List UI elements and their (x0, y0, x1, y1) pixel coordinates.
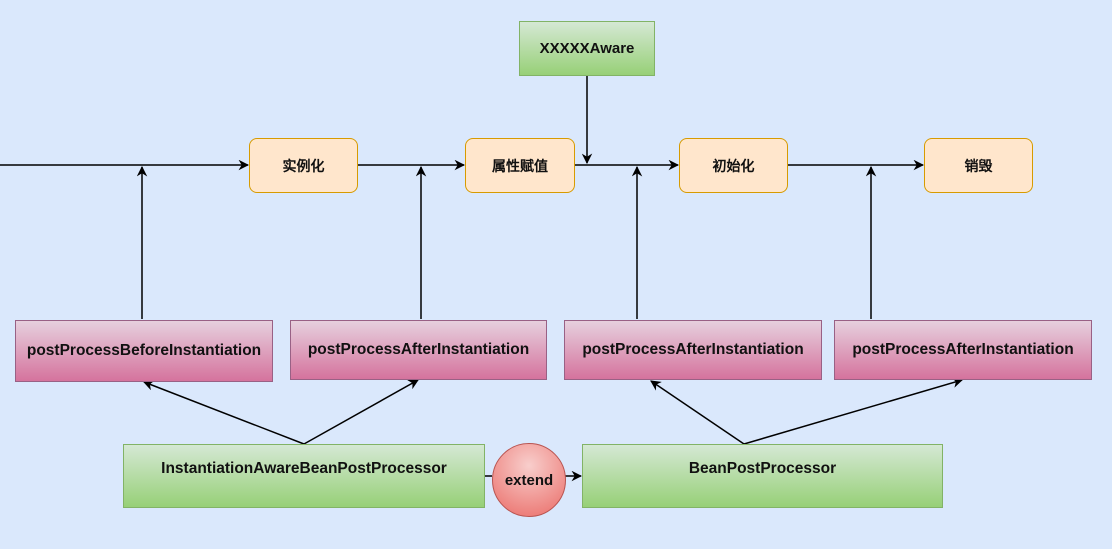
stage-destruction: 销毁 (924, 138, 1033, 193)
extend-relation: extend (492, 443, 566, 517)
instantiation-aware-bean-post-processor: InstantiationAwareBeanPostProcessor (123, 444, 485, 508)
hook-after-instantiation-3: postProcessAfterInstantiation (834, 320, 1092, 380)
stage-instantiation: 实例化 (249, 138, 358, 193)
aware-node: XXXXXAware (519, 21, 655, 76)
base-arrow-to-hook-3 (650, 380, 745, 445)
hook-after-instantiation-1: postProcessAfterInstantiation (290, 320, 547, 380)
base-arrow-to-hook-4 (743, 377, 964, 445)
hook-after-instantiation-2: postProcessAfterInstantiation (564, 320, 822, 380)
bean-post-processor: BeanPostProcessor (582, 444, 943, 508)
hook-before-instantiation: postProcessBeforeInstantiation (15, 320, 273, 382)
sub-arrow-to-hook-1 (143, 380, 305, 445)
stage-population: 属性赋值 (465, 138, 575, 193)
sub-arrow-to-hook-2 (303, 379, 419, 445)
stage-initialization: 初始化 (679, 138, 788, 193)
